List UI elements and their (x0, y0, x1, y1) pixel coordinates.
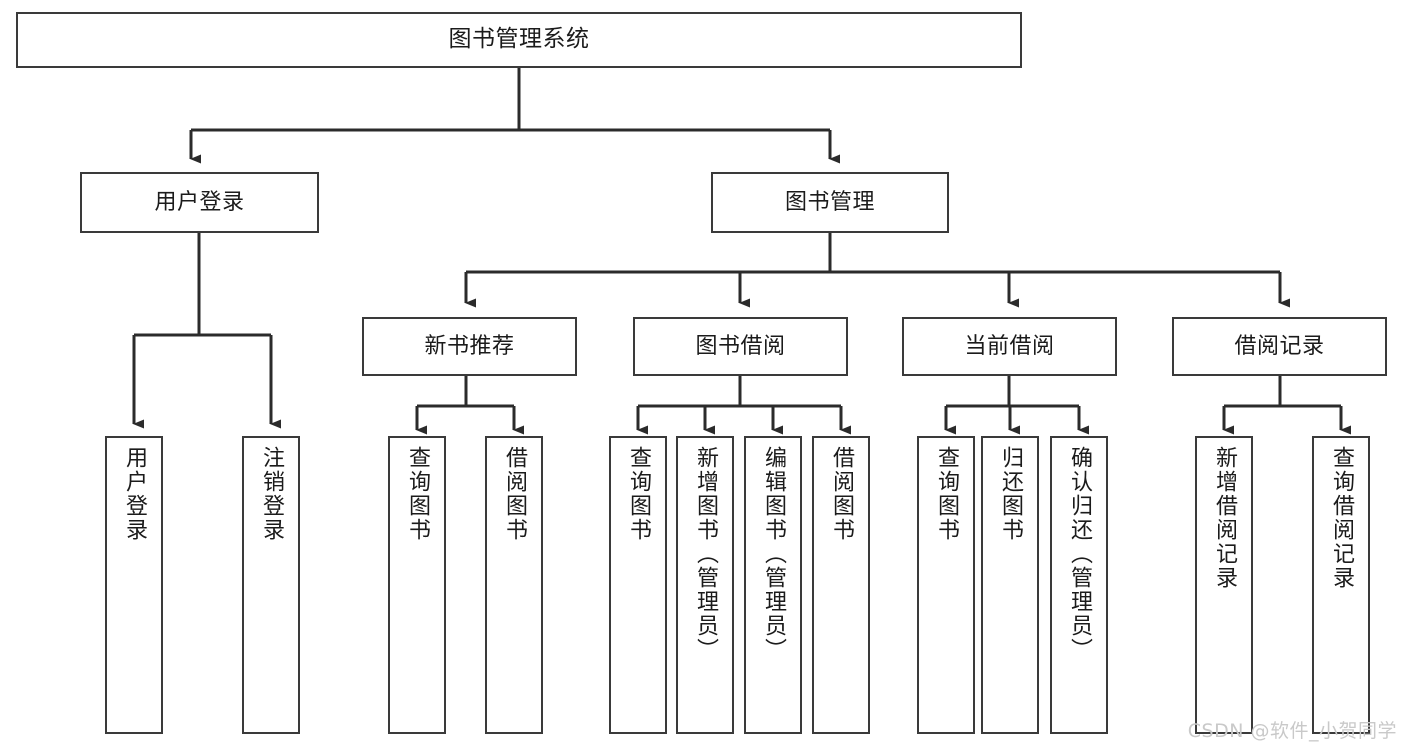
leaf-query-record-label: 查询借阅记录 (1329, 446, 1354, 590)
leaf-borrow-book-2[interactable]: 借阅图书 (812, 436, 870, 734)
leaf-query-book-1[interactable]: 查询图书 (388, 436, 446, 734)
node-root-book-management-system[interactable]: 图书管理系统 (16, 12, 1022, 68)
node-book-management-label: 图书管理 (784, 189, 875, 215)
leaf-query-book-3-label: 查询图书 (934, 446, 959, 542)
node-root-label: 图书管理系统 (448, 26, 590, 53)
node-new-book-recommend-label: 新书推荐 (424, 333, 515, 359)
node-user-login[interactable]: 用户登录 (80, 172, 319, 233)
leaf-borrow-book-1-label: 借阅图书 (502, 446, 527, 542)
leaf-query-record[interactable]: 查询借阅记录 (1312, 436, 1370, 734)
node-borrow-record[interactable]: 借阅记录 (1172, 317, 1387, 376)
leaf-return-book-label: 归还图书 (998, 446, 1023, 542)
node-book-borrow[interactable]: 图书借阅 (633, 317, 848, 376)
node-borrow-record-label: 借阅记录 (1234, 333, 1325, 359)
node-new-book-recommend[interactable]: 新书推荐 (362, 317, 577, 376)
leaf-user-login-label: 用户登录 (122, 446, 147, 542)
leaf-query-book-2-label: 查询图书 (626, 446, 651, 542)
node-user-login-label: 用户登录 (154, 189, 245, 215)
leaf-borrow-book-2-label: 借阅图书 (829, 446, 854, 542)
leaf-add-book-label: 新增图书（管理员） (693, 446, 718, 662)
leaf-query-book-1-label: 查询图书 (405, 446, 430, 542)
leaf-query-book-3[interactable]: 查询图书 (917, 436, 975, 734)
leaf-add-book[interactable]: 新增图书（管理员） (676, 436, 734, 734)
leaf-query-book-2[interactable]: 查询图书 (609, 436, 667, 734)
node-book-borrow-label: 图书借阅 (695, 333, 786, 359)
leaf-add-record-label: 新增借阅记录 (1212, 446, 1237, 590)
node-current-borrow-label: 当前借阅 (964, 333, 1055, 359)
csdn-watermark: CSDN @软件_小贺同学 (1187, 720, 1397, 742)
leaf-user-login[interactable]: 用户登录 (105, 436, 163, 734)
leaf-confirm-return-label: 确认归还（管理员） (1067, 446, 1092, 662)
leaf-edit-book[interactable]: 编辑图书（管理员） (744, 436, 802, 734)
node-book-management[interactable]: 图书管理 (711, 172, 949, 233)
leaf-logout-login[interactable]: 注销登录 (242, 436, 300, 734)
leaf-return-book[interactable]: 归还图书 (981, 436, 1039, 734)
leaf-edit-book-label: 编辑图书（管理员） (761, 446, 786, 662)
leaf-borrow-book-1[interactable]: 借阅图书 (485, 436, 543, 734)
node-current-borrow[interactable]: 当前借阅 (902, 317, 1117, 376)
leaf-logout-login-label: 注销登录 (259, 446, 284, 542)
leaf-add-record[interactable]: 新增借阅记录 (1195, 436, 1253, 734)
leaf-confirm-return[interactable]: 确认归还（管理员） (1050, 436, 1108, 734)
